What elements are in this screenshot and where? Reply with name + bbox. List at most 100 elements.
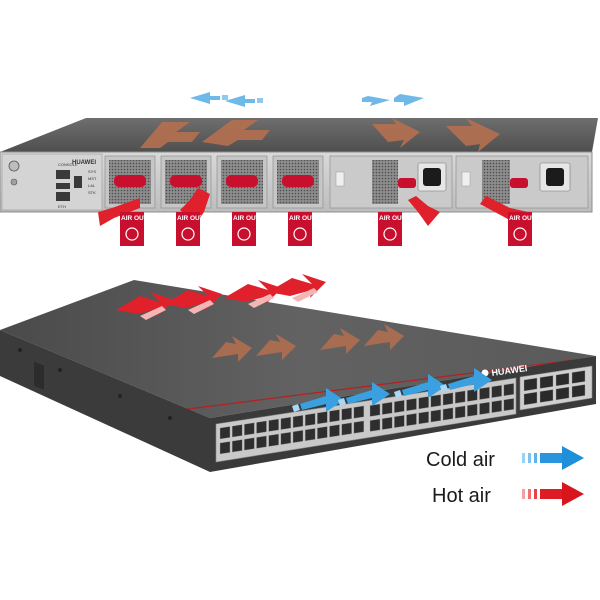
air-out-label: AIR OUT (121, 215, 148, 222)
sfp-port[interactable] (406, 413, 417, 427)
usb-port[interactable] (56, 183, 70, 189)
fan-icon (181, 227, 195, 241)
sfp-port[interactable] (219, 441, 231, 455)
air-out-tag: AIR OUT (120, 212, 148, 246)
sfp-port[interactable] (292, 414, 304, 428)
sfp-port[interactable] (353, 420, 365, 434)
sfp-port[interactable] (442, 407, 454, 421)
qsfp-port[interactable] (555, 372, 570, 387)
chassis-seam (179, 357, 591, 411)
sfp-port[interactable] (454, 390, 466, 404)
cold-arrow (225, 95, 255, 107)
sys-led-label: SYS (88, 169, 96, 174)
cold-arrow (338, 382, 390, 406)
fan-handle[interactable] (170, 175, 202, 187)
sfp-port[interactable] (394, 414, 405, 428)
sfp-port[interactable] (369, 403, 381, 417)
air-out-tag: AIR OUT (508, 212, 536, 246)
cold-arrow (394, 94, 424, 106)
air-out-tag: AIR OUT (378, 212, 406, 246)
sfp-port[interactable] (381, 401, 393, 415)
sfp-port[interactable] (491, 384, 502, 398)
psu-handle[interactable] (398, 178, 416, 188)
psu-handle[interactable] (510, 178, 528, 188)
cold-air-arrows-front (292, 368, 492, 412)
sfp-port[interactable] (503, 383, 515, 397)
sfp-port[interactable] (317, 426, 328, 440)
mini-usb-port[interactable] (74, 176, 82, 188)
cold-arrow (362, 96, 390, 106)
sfp-port[interactable] (418, 396, 429, 410)
sfp-port[interactable] (341, 407, 352, 421)
air-out-tag: AIR OUT (288, 212, 316, 246)
sfp-port[interactable] (304, 413, 316, 427)
qsfp-port[interactable] (571, 370, 586, 384)
console-port[interactable] (56, 170, 70, 179)
sfp-port[interactable] (369, 418, 381, 432)
qsfp-ports (523, 370, 586, 406)
sfp-port[interactable] (329, 409, 340, 423)
sfp-port[interactable] (479, 401, 490, 415)
sfp-port[interactable] (280, 416, 292, 430)
sys-led-label: LAL (88, 183, 96, 188)
qsfp-port[interactable] (539, 389, 554, 403)
console-label: CONSOLE (58, 162, 78, 167)
hot-air-arrows-front (116, 274, 326, 320)
sfp-port[interactable] (353, 405, 365, 419)
sfp-port[interactable] (268, 433, 279, 447)
legend-cold: Cold air (426, 446, 584, 471)
cold-arrow (440, 368, 492, 392)
sfp-port[interactable] (219, 426, 231, 440)
qsfp-port[interactable] (523, 391, 538, 406)
sfp-port[interactable] (430, 409, 442, 423)
sfp-port[interactable] (381, 416, 393, 430)
sfp-port[interactable] (256, 435, 267, 449)
hot-arrow (98, 198, 140, 226)
sfp-port[interactable] (231, 424, 243, 438)
sfp-port[interactable] (341, 422, 352, 436)
sfp-port[interactable] (503, 398, 515, 412)
qsfp-port[interactable] (539, 375, 554, 389)
legend: Cold air Hot air (426, 446, 584, 507)
sfp-port[interactable] (268, 418, 279, 432)
sfp-port[interactable] (304, 428, 316, 442)
sfp-port[interactable] (244, 437, 255, 451)
eth-port[interactable] (56, 192, 70, 201)
sfp-port[interactable] (430, 394, 442, 408)
internal-airflow-arrows-front (212, 324, 404, 362)
qsfp-port[interactable] (523, 377, 538, 392)
fan-handle[interactable] (282, 175, 314, 187)
sfp-port[interactable] (418, 411, 429, 425)
eth-label: ETH (58, 204, 66, 209)
sfp-port[interactable] (317, 411, 328, 425)
system-leds: SYS MST LAL STK (88, 169, 97, 195)
sfp-port[interactable] (467, 403, 478, 417)
sfp-port[interactable] (479, 386, 490, 400)
cold-air-legend-arrow-icon (522, 446, 584, 470)
sfp-port[interactable] (329, 424, 340, 438)
sfp-port[interactable] (231, 439, 243, 453)
sfp-port[interactable] (280, 431, 292, 445)
fan-handle[interactable] (226, 175, 258, 187)
sfp-port[interactable] (292, 429, 304, 443)
sfp-port[interactable] (256, 420, 267, 434)
fan-icon (513, 227, 527, 241)
qsfp-port[interactable] (571, 384, 586, 398)
sfp-port[interactable] (406, 398, 417, 412)
sfp-port[interactable] (442, 392, 454, 406)
sfp-port[interactable] (467, 388, 478, 402)
air-out-tags: AIR OUT AIR OUT AIR OUT AIR OUT AIR OUT … (120, 212, 536, 246)
fan-handle[interactable] (114, 175, 146, 187)
air-out-tag: AIR OUT (232, 212, 260, 246)
hot-arrow (224, 280, 282, 308)
sfp-port[interactable] (394, 399, 405, 413)
cold-arrow (292, 388, 344, 412)
sfp-port[interactable] (244, 422, 255, 436)
sfp-ports (219, 383, 515, 455)
sfp-port[interactable] (491, 399, 502, 413)
fan-slot (272, 155, 324, 209)
power-supply-slot (329, 155, 453, 209)
qsfp-port[interactable] (555, 386, 570, 401)
sfp-port[interactable] (454, 405, 466, 419)
